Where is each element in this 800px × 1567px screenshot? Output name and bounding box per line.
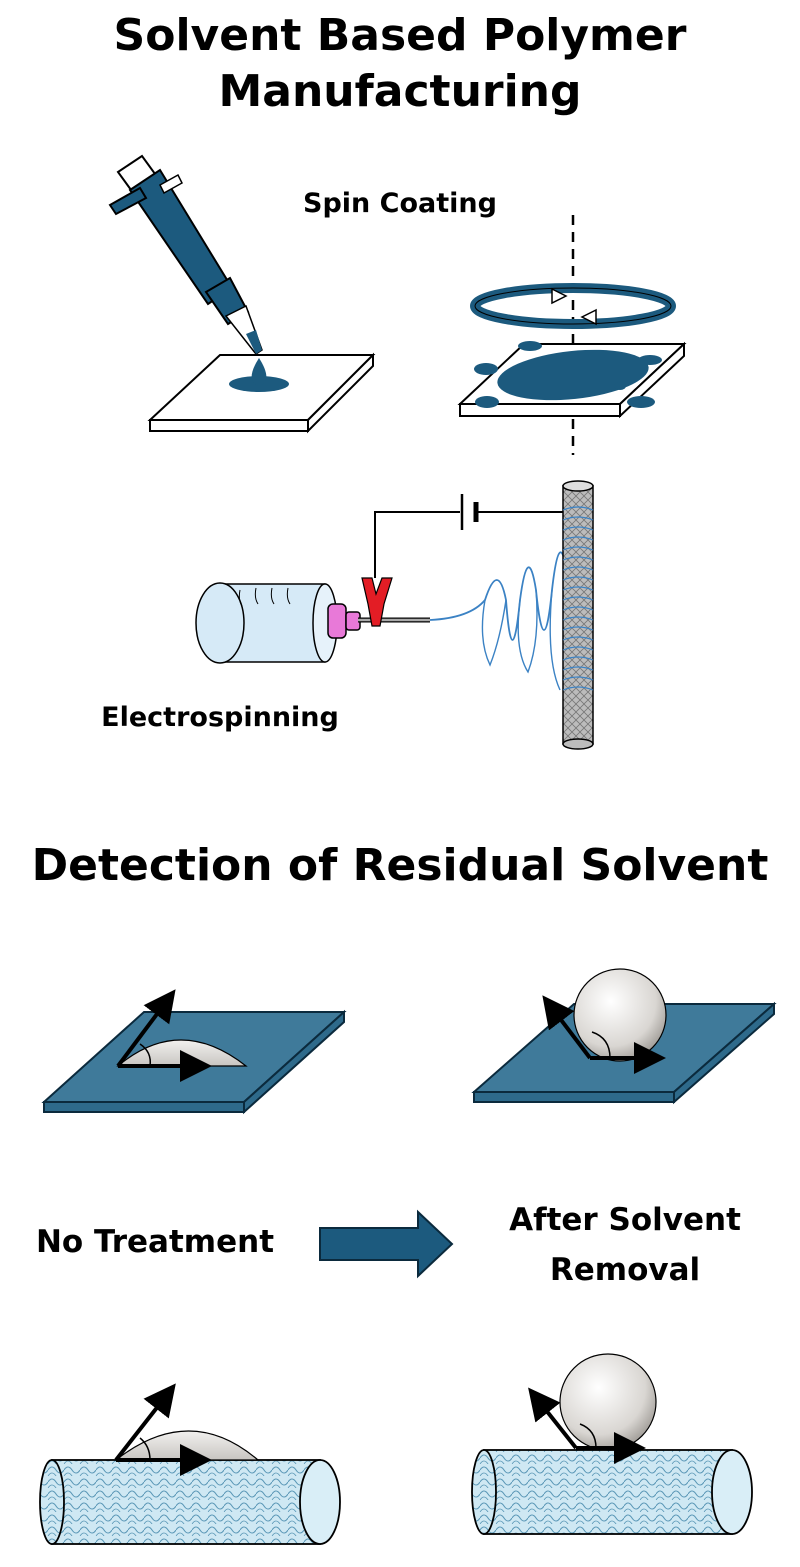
- film-no-treatment: [41, 989, 347, 1115]
- film-after-removal: [471, 968, 777, 1105]
- title-detection: Detection of Residual Solvent: [31, 840, 769, 891]
- electrospinning-label: Electrospinning: [101, 702, 339, 733]
- fiber-mat-after-removal: [471, 1353, 753, 1535]
- spin-coating-label: Spin Coating: [303, 188, 497, 219]
- fiber-mat-no-treatment: [39, 1383, 341, 1545]
- pipette-icon: [108, 154, 263, 356]
- after-removal-label-line1: After Solvent: [509, 1202, 741, 1238]
- no-treatment-label: No Treatment: [35, 1224, 275, 1260]
- spin-coater-diagram: [457, 215, 687, 455]
- after-removal-label-line2: Removal: [549, 1252, 701, 1288]
- transition-arrow-icon: [319, 1209, 454, 1279]
- electrospinning-diagram: [195, 480, 594, 750]
- substrate-with-drop: [147, 352, 376, 434]
